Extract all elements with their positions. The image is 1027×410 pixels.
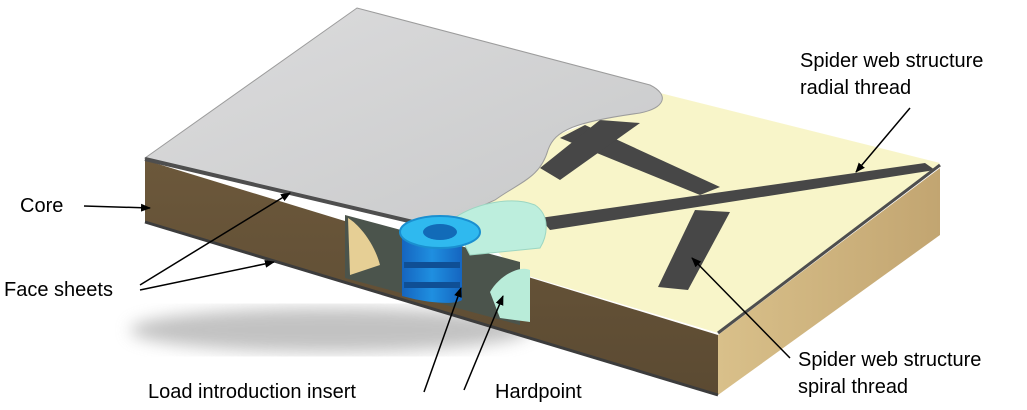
- radial-thread-label-line1: Spider web structure: [800, 50, 984, 72]
- spiral-thread-label-line1: Spider web structure: [798, 349, 982, 371]
- face-sheet-arrow-top: [139, 192, 291, 286]
- insert-arrow: [423, 287, 462, 393]
- core-label: Core: [20, 195, 64, 217]
- face-sheet-arrow-bottom: [139, 259, 275, 291]
- top-face-edge-right: [717, 163, 941, 335]
- core-side-face: [718, 168, 940, 395]
- top-face-sheet: [143, 7, 663, 226]
- spiral-thread-arrow: [691, 257, 791, 359]
- radial-thread: [540, 163, 935, 230]
- spiral-thread-lower: [658, 210, 730, 290]
- insert-bore: [423, 224, 457, 240]
- radial-thread-label-line2: radial thread: [800, 77, 912, 99]
- load-insert-label: Load introduction insert: [148, 381, 356, 403]
- spiral-thread-left: [540, 120, 640, 180]
- hardpoint-label: Hardpoint: [495, 381, 582, 403]
- spiral-thread-label-line2: spiral thread: [798, 376, 909, 398]
- panel-shadow: [130, 308, 530, 352]
- insert-groove-2: [404, 282, 460, 288]
- hardpoint-arrow: [463, 295, 504, 391]
- radial-thread-arrow: [855, 107, 911, 173]
- face-sheets-label: Face sheets: [4, 279, 113, 301]
- hardpoint-top: [451, 200, 547, 256]
- bottom-face-edge: [144, 220, 719, 397]
- hardpoint-lower: [490, 268, 530, 322]
- core-arrow: [83, 203, 151, 212]
- insert-groove-1: [404, 262, 460, 268]
- hardpoint-left-section: [348, 218, 380, 275]
